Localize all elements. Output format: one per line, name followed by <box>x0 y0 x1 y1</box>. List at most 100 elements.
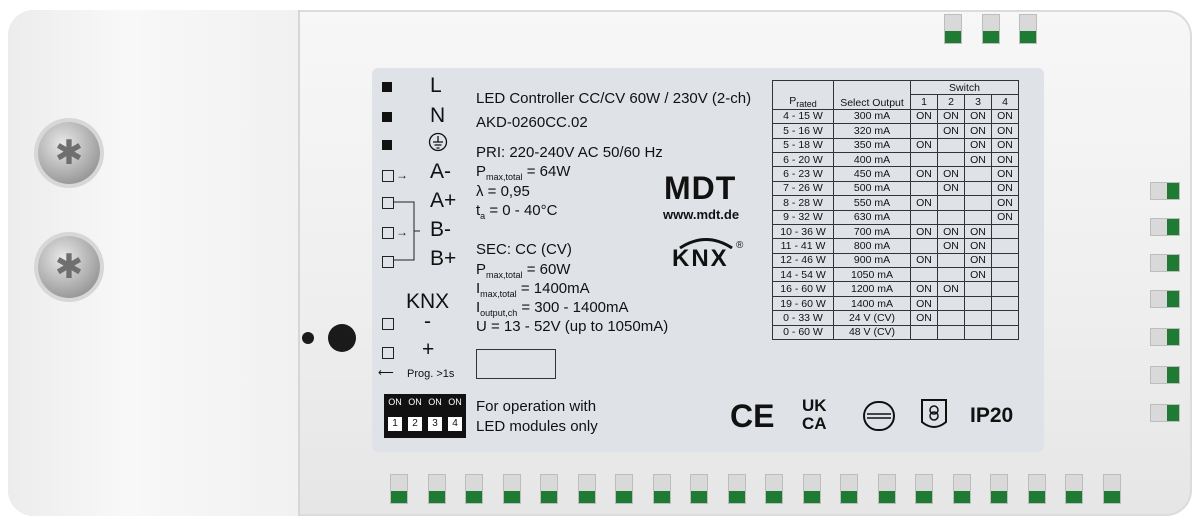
output-cell: 48 V (CV) <box>833 324 911 341</box>
prated-cell: 6 - 23 W <box>772 166 834 182</box>
prated-cell: 11 - 41 W <box>772 238 834 254</box>
switch-cell <box>964 180 992 197</box>
switch-cell <box>964 195 992 211</box>
arrow-left-icon: ⟵ <box>378 367 394 379</box>
secondary-pmax: Pmax,total = 60W <box>476 261 571 280</box>
vent-slot <box>915 474 933 504</box>
vent-slot <box>990 474 1008 504</box>
switch-cell <box>964 209 992 225</box>
terminal-l-filled <box>382 82 392 92</box>
arrow-icon: → <box>396 168 408 182</box>
prated-cell: 6 - 20 W <box>772 151 834 168</box>
switch-cell: ON <box>937 223 965 240</box>
switch-cell: ON <box>937 238 965 254</box>
knx-arc-icon <box>679 238 733 249</box>
ip-rating: IP20 <box>970 404 1014 427</box>
switch-cell: ON <box>964 137 992 153</box>
vent-slot <box>840 474 858 504</box>
switch-cell <box>964 310 992 326</box>
prog-button[interactable] <box>328 324 356 352</box>
terminal-label-a-minus: A- <box>430 160 451 183</box>
vent-slot <box>727 474 746 504</box>
switch-cell: ON <box>964 151 992 168</box>
switch-cell: ON <box>937 123 965 139</box>
prated-cell: 8 - 28 W <box>772 195 834 211</box>
brand-url: www.mdt.de <box>663 207 740 222</box>
switch-cell: ON <box>964 238 992 254</box>
prated-cell: 7 - 26 W <box>772 180 834 197</box>
switch-cell <box>910 238 938 254</box>
switch-col-header: 1 <box>910 94 938 110</box>
switch-cell <box>910 324 938 341</box>
output-cell: 24 V (CV) <box>833 310 911 326</box>
serial-field <box>476 349 556 379</box>
registered-mark: ® <box>736 240 744 251</box>
screw-top: ✱ <box>38 122 100 184</box>
switch-cell: ON <box>964 252 992 269</box>
terminal-label-plus: + <box>422 338 435 361</box>
terminal-n-filled <box>382 112 392 122</box>
switch-table: Prated Select Output Switch 1 2 3 4 4 - … <box>772 79 1019 341</box>
vent-slot <box>615 474 633 504</box>
safety-transformer-icon <box>921 399 947 428</box>
vent-slot <box>982 14 1000 44</box>
vent-slot <box>577 474 596 504</box>
terminal-knx-plus <box>382 347 394 359</box>
output-cell: 630 mA <box>833 209 911 225</box>
switch-cell: ON <box>910 166 938 182</box>
switch-cell <box>991 238 1019 254</box>
prated-cell: 4 - 15 W <box>772 108 834 125</box>
terminal-label-knx: KNX <box>406 290 450 313</box>
output-cell: 700 mA <box>833 223 911 240</box>
switch-cell: ON <box>910 295 938 312</box>
prated-cell: 5 - 18 W <box>772 137 834 153</box>
arrow-icon: → <box>396 225 408 239</box>
prated-cell: 5 - 16 W <box>772 123 834 139</box>
switch-cell <box>937 151 965 168</box>
prated-cell: 12 - 46 W <box>772 252 834 269</box>
switch-cell <box>991 223 1019 240</box>
vent-slot <box>540 474 558 504</box>
vent-slot <box>1150 218 1180 236</box>
prated-cell: 16 - 60 W <box>772 281 834 297</box>
switch-cell: ON <box>910 252 938 269</box>
switch-cell <box>937 310 965 326</box>
switch-cell <box>964 166 992 182</box>
screw-bottom: ✱ <box>38 236 100 298</box>
lamp-control-icon <box>863 401 895 431</box>
output-cell: 900 mA <box>833 252 911 269</box>
switch-col-header: 3 <box>964 94 992 110</box>
vent-slot <box>1150 290 1180 308</box>
switch-cell <box>937 295 965 312</box>
terminal-label-l: L <box>430 74 442 97</box>
switch-cell <box>991 267 1019 283</box>
primary-pmax: Pmax,total = 64W <box>476 163 571 182</box>
note-line-2: LED modules only <box>476 418 598 435</box>
vent-slot <box>877 474 896 504</box>
vent-slot <box>1019 14 1037 44</box>
switch-cell: ON <box>910 310 938 326</box>
switch-cell: ON <box>964 123 992 139</box>
switch-cell: ON <box>937 166 965 182</box>
output-cell: 320 mA <box>833 123 911 139</box>
vent-slot <box>1065 474 1083 504</box>
terminal-a-minus <box>382 170 394 182</box>
switch-cell: ON <box>964 267 992 283</box>
terminal-a-plus <box>382 197 394 209</box>
switch-cell <box>937 267 965 283</box>
ukca-mark-bottom: CA <box>802 414 827 433</box>
